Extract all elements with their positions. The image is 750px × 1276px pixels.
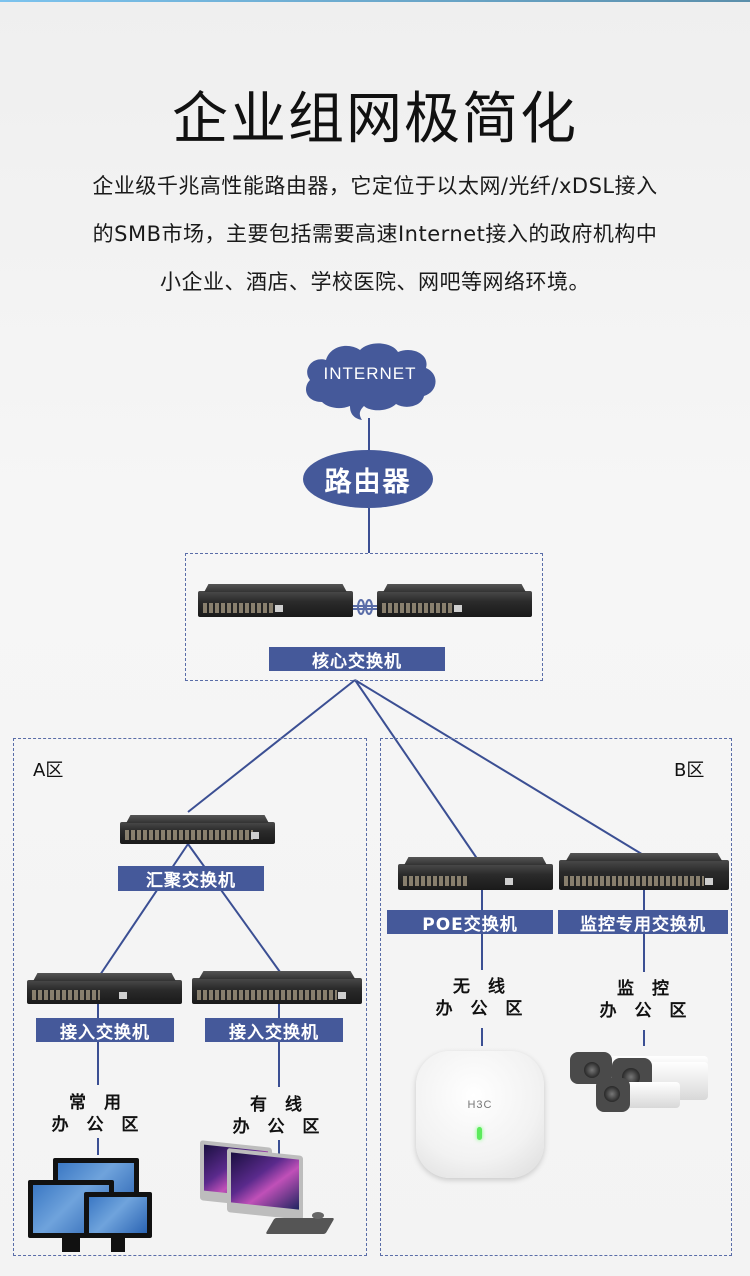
line-core-aggregation <box>187 679 356 813</box>
router-node: 路由器 <box>303 450 433 508</box>
ap-status-led <box>477 1127 482 1140</box>
page-title: 企业组网极简化 <box>172 87 578 152</box>
stack-link <box>352 599 378 615</box>
aggregation-switch <box>120 822 275 844</box>
core-switch-label: 核心交换机 <box>312 651 402 672</box>
area-monitoring-office: 监 控 办 公 区 <box>599 979 693 1021</box>
line-core-poe <box>354 679 479 861</box>
internet-cloud-icon <box>306 343 436 420</box>
security-camera-icon <box>570 1052 710 1114</box>
desktop-monitor-icon <box>84 1192 152 1252</box>
ap-brand-logo: H3C <box>467 1099 493 1111</box>
access-switch-2 <box>192 978 362 1004</box>
core-switch-group <box>185 553 543 681</box>
zone-a-box <box>13 738 367 1256</box>
access-switch-1-tag: 接入交换机 <box>36 1018 174 1043</box>
aggregation-switch-tag: 汇聚交换机 <box>118 866 264 891</box>
access-switch-1-label: 接入交换机 <box>60 1022 150 1043</box>
zone-a-label: A区 <box>33 760 64 781</box>
keyboard-icon <box>265 1218 335 1234</box>
poe-switch-label: POE交换机 <box>422 914 518 935</box>
access-switch-2-tag: 接入交换机 <box>205 1018 343 1043</box>
internet-label: INTERNET <box>323 364 417 383</box>
all-in-one-pc-icon <box>227 1148 303 1220</box>
area-wired-office: 有 线 办 公 区 <box>232 1095 326 1137</box>
line-agg-access-1 <box>99 843 189 976</box>
monitoring-switch-tag: 监控专用交换机 <box>558 910 728 935</box>
top-accent-line <box>0 0 750 2</box>
zone-b-label: B区 <box>674 760 705 781</box>
wireless-access-point-icon: H3C <box>416 1051 544 1178</box>
monitoring-switch <box>559 860 729 890</box>
poe-switch-tag: POE交换机 <box>387 910 553 935</box>
mouse-icon <box>312 1212 324 1219</box>
poe-switch <box>398 864 553 890</box>
zone-b-box <box>380 738 732 1256</box>
router-label: 路由器 <box>324 466 412 498</box>
line-agg-access-2 <box>187 843 281 973</box>
description-line-1: 企业级千兆高性能路由器，它定位于以太网/光纤/xDSL接入 <box>92 174 658 198</box>
description-line-3: 小企业、酒店、学校医院、网吧等网络环境。 <box>160 270 590 294</box>
area-common-office: 常 用 办 公 区 <box>51 1093 145 1135</box>
core-switch-2 <box>377 591 532 617</box>
aggregation-switch-label: 汇聚交换机 <box>146 871 236 891</box>
description-line-2: 的SMB市场，主要包括需要高速Internet接入的政府机构中 <box>92 222 658 246</box>
line-core-monitor <box>354 679 646 857</box>
core-switch-1 <box>198 591 353 617</box>
area-wireless-office: 无 线 办 公 区 <box>435 977 529 1019</box>
core-switch-tag: 核心交换机 <box>269 647 445 672</box>
access-switch-2-label: 接入交换机 <box>229 1022 319 1043</box>
access-switch-1 <box>27 980 182 1004</box>
monitoring-switch-label: 监控专用交换机 <box>580 914 706 935</box>
